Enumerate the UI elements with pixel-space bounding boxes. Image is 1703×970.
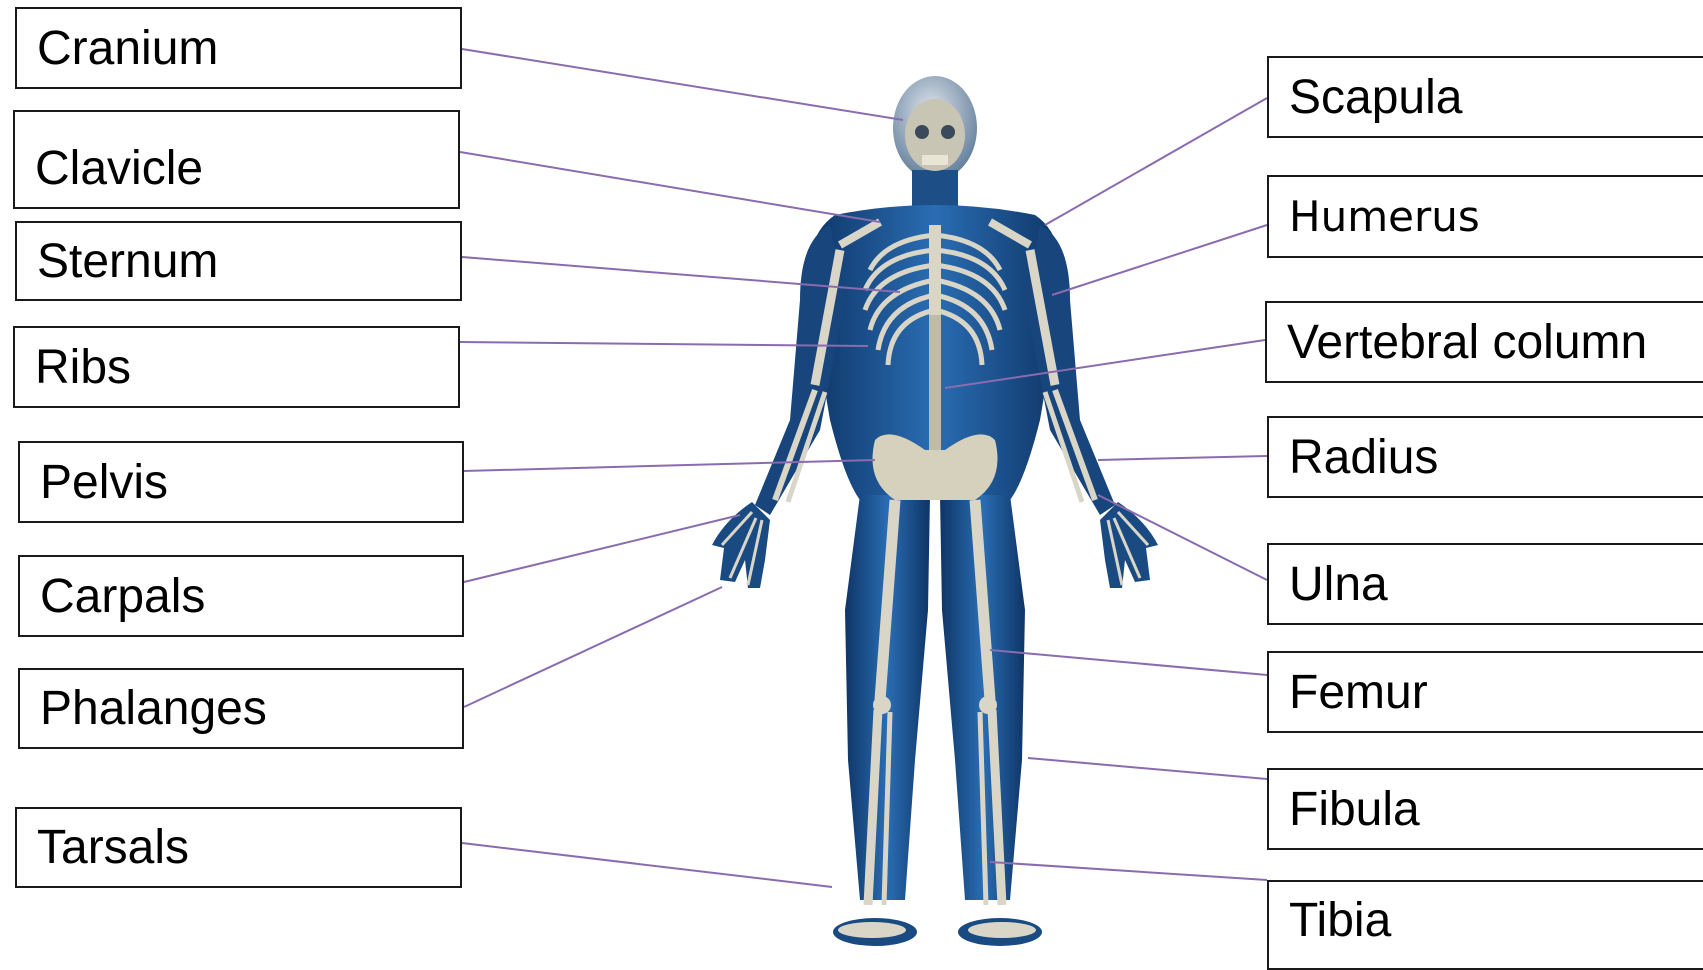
label-clavicle: Clavicle xyxy=(13,110,460,209)
label-tarsals: Tarsals xyxy=(15,807,462,888)
label-text: Radius xyxy=(1289,430,1438,485)
label-ulna: Ulna xyxy=(1267,543,1703,625)
label-text: Humerus xyxy=(1289,192,1480,241)
label-text: Cranium xyxy=(37,21,218,76)
label-text: Sternum xyxy=(37,234,218,289)
label-vertebral-column: Vertebral column xyxy=(1265,301,1703,383)
label-text: Fibula xyxy=(1289,782,1420,837)
label-phalanges: Phalanges xyxy=(18,668,464,749)
label-text: Pelvis xyxy=(40,455,168,510)
label-text: Clavicle xyxy=(35,141,203,196)
label-pelvis: Pelvis xyxy=(18,441,464,523)
label-cranium: Cranium xyxy=(15,7,462,89)
label-text: Vertebral column xyxy=(1287,315,1647,370)
label-text: Tibia xyxy=(1289,893,1391,948)
label-radius: Radius xyxy=(1267,416,1703,498)
human-body-silhouette xyxy=(712,76,1158,946)
label-ribs: Ribs xyxy=(13,326,460,408)
label-carpals: Carpals xyxy=(18,555,464,637)
label-text: Femur xyxy=(1289,665,1428,720)
label-text: Ribs xyxy=(35,340,131,395)
label-text: Phalanges xyxy=(40,681,267,736)
label-text: Scapula xyxy=(1289,70,1462,125)
label-text: Ulna xyxy=(1289,557,1388,612)
label-text: Carpals xyxy=(40,569,205,624)
label-sternum: Sternum xyxy=(15,221,462,301)
label-tibia: Tibia xyxy=(1267,880,1703,970)
label-fibula: Fibula xyxy=(1267,768,1703,850)
label-femur: Femur xyxy=(1267,651,1703,733)
label-text: Tarsals xyxy=(37,820,189,875)
label-humerus: Humerus xyxy=(1267,175,1703,258)
label-scapula: Scapula xyxy=(1267,56,1703,138)
